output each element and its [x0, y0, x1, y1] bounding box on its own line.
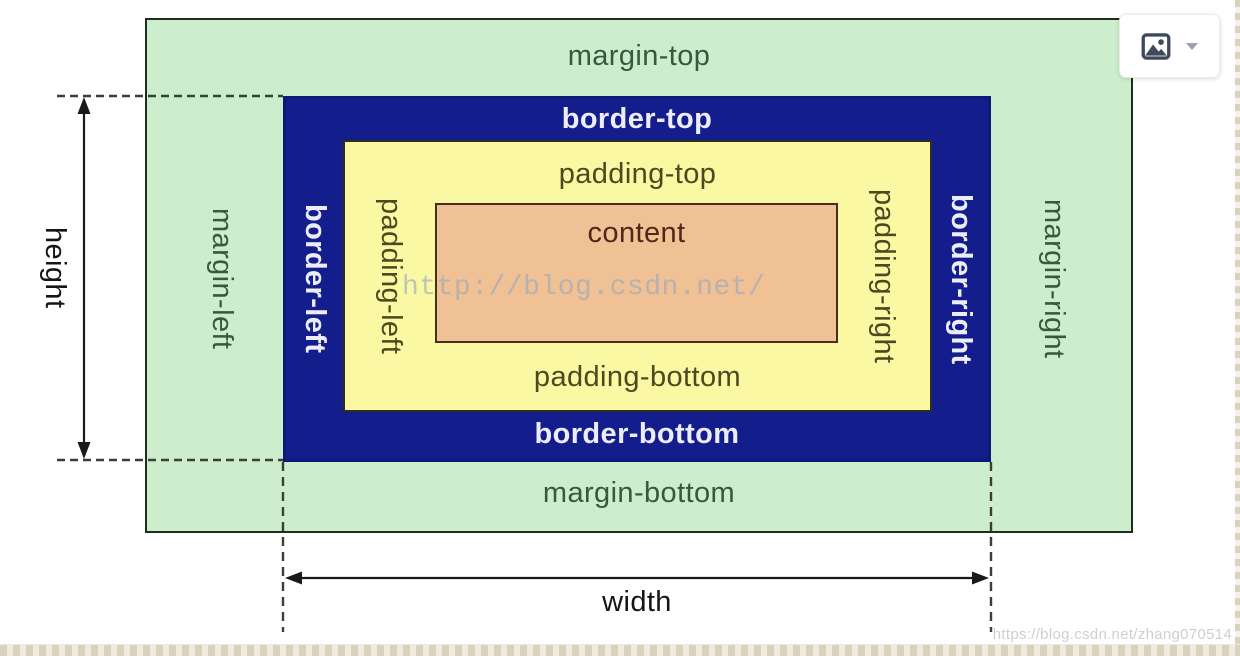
border-left-label: border-left — [299, 204, 331, 354]
height-arrow — [77, 97, 91, 459]
margin-bottom-label: margin-bottom — [542, 477, 736, 509]
border-top-label: border-top — [561, 103, 713, 135]
padding-bottom-label: padding-bottom — [533, 361, 742, 393]
padding-left-label: padding-left — [375, 197, 407, 355]
content-label: content — [587, 217, 686, 249]
page-texture-right-edge — [1235, 0, 1240, 656]
image-icon — [1141, 32, 1171, 60]
padding-right-label: padding-right — [868, 188, 900, 364]
corner-watermark: https://blog.csdn.net/zhang070514 — [992, 626, 1232, 643]
margin-right-label: margin-right — [1038, 199, 1070, 359]
height-dimension-label: height — [39, 227, 71, 309]
image-tool-button[interactable] — [1119, 14, 1220, 78]
width-arrow — [285, 571, 989, 585]
chevron-down-icon — [1186, 42, 1198, 50]
margin-top-label: margin-top — [567, 40, 711, 72]
border-right-label: border-right — [945, 193, 977, 365]
page-texture-bottom-edge — [0, 644, 1240, 656]
content-area-box — [435, 203, 838, 343]
padding-top-label: padding-top — [558, 158, 717, 190]
width-dimension-label: width — [602, 586, 672, 618]
border-bottom-label: border-bottom — [534, 418, 740, 450]
center-watermark: http://blog.csdn.net/ — [402, 272, 766, 303]
margin-left-label: margin-left — [206, 208, 238, 350]
